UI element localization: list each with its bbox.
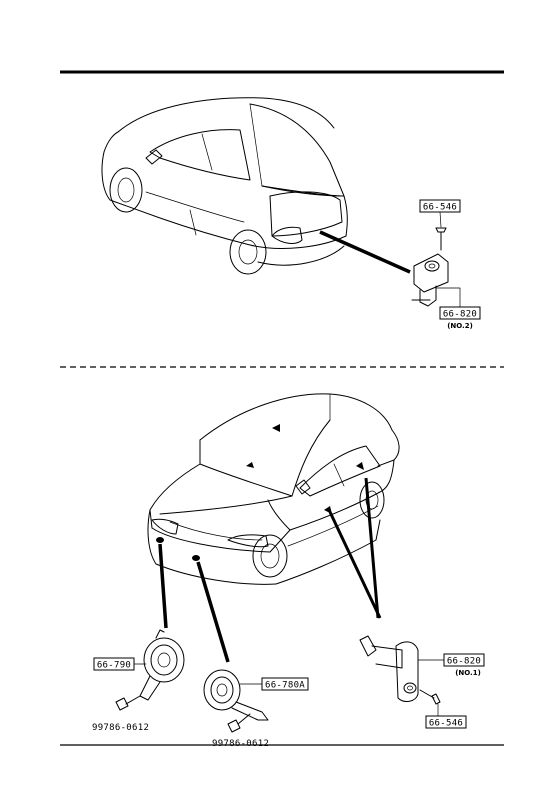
callout-text: 66-790 <box>97 661 131 671</box>
horn-leader-1 <box>158 543 168 629</box>
bolt-1 <box>115 695 141 711</box>
callout-66-546-rear: 66-546 <box>419 199 461 228</box>
bolt-2 <box>227 713 251 733</box>
front-section: 66-790 66-780A 66-820 (NO.1) 66-546 9978… <box>92 393 485 749</box>
front-car-illustration <box>147 393 400 585</box>
horn-2 <box>203 669 269 721</box>
horn-leader-2 <box>196 561 230 663</box>
rear-screw <box>435 227 447 251</box>
callout-66-546-front: 66-546 <box>425 703 467 729</box>
callout-66-780A: 66-780A <box>239 677 309 691</box>
callout-note: (NO.2) <box>447 322 473 330</box>
rear-car-illustration <box>101 97 348 275</box>
callout-66-820-front: 66-820 (NO.1) <box>417 653 485 677</box>
front-door-switch <box>359 635 419 702</box>
callout-text: 66-820 <box>447 657 481 667</box>
rear-section: 66-546 66-820 (NO.2) <box>101 97 481 330</box>
switch-leader-1 <box>328 511 382 619</box>
callout-text: 66-780A <box>265 681 305 691</box>
front-screw <box>419 689 441 705</box>
callout-66-820-rear: 66-820 (NO.2) <box>435 287 481 330</box>
rear-leader <box>319 230 411 274</box>
callout-text: 66-820 <box>443 310 477 320</box>
callout-66-790: 66-790 <box>93 657 147 671</box>
horn-1 <box>139 629 185 701</box>
callout-note: (NO.1) <box>455 669 481 677</box>
bolt-label-1: 99786-0612 <box>92 723 149 733</box>
rear-door-switch <box>411 253 449 307</box>
callout-text: 66-546 <box>429 719 463 729</box>
bolt-label-2: 99786-0612 <box>212 739 269 749</box>
switch-leader-2 <box>364 477 380 619</box>
callout-text: 66-546 <box>423 203 457 213</box>
